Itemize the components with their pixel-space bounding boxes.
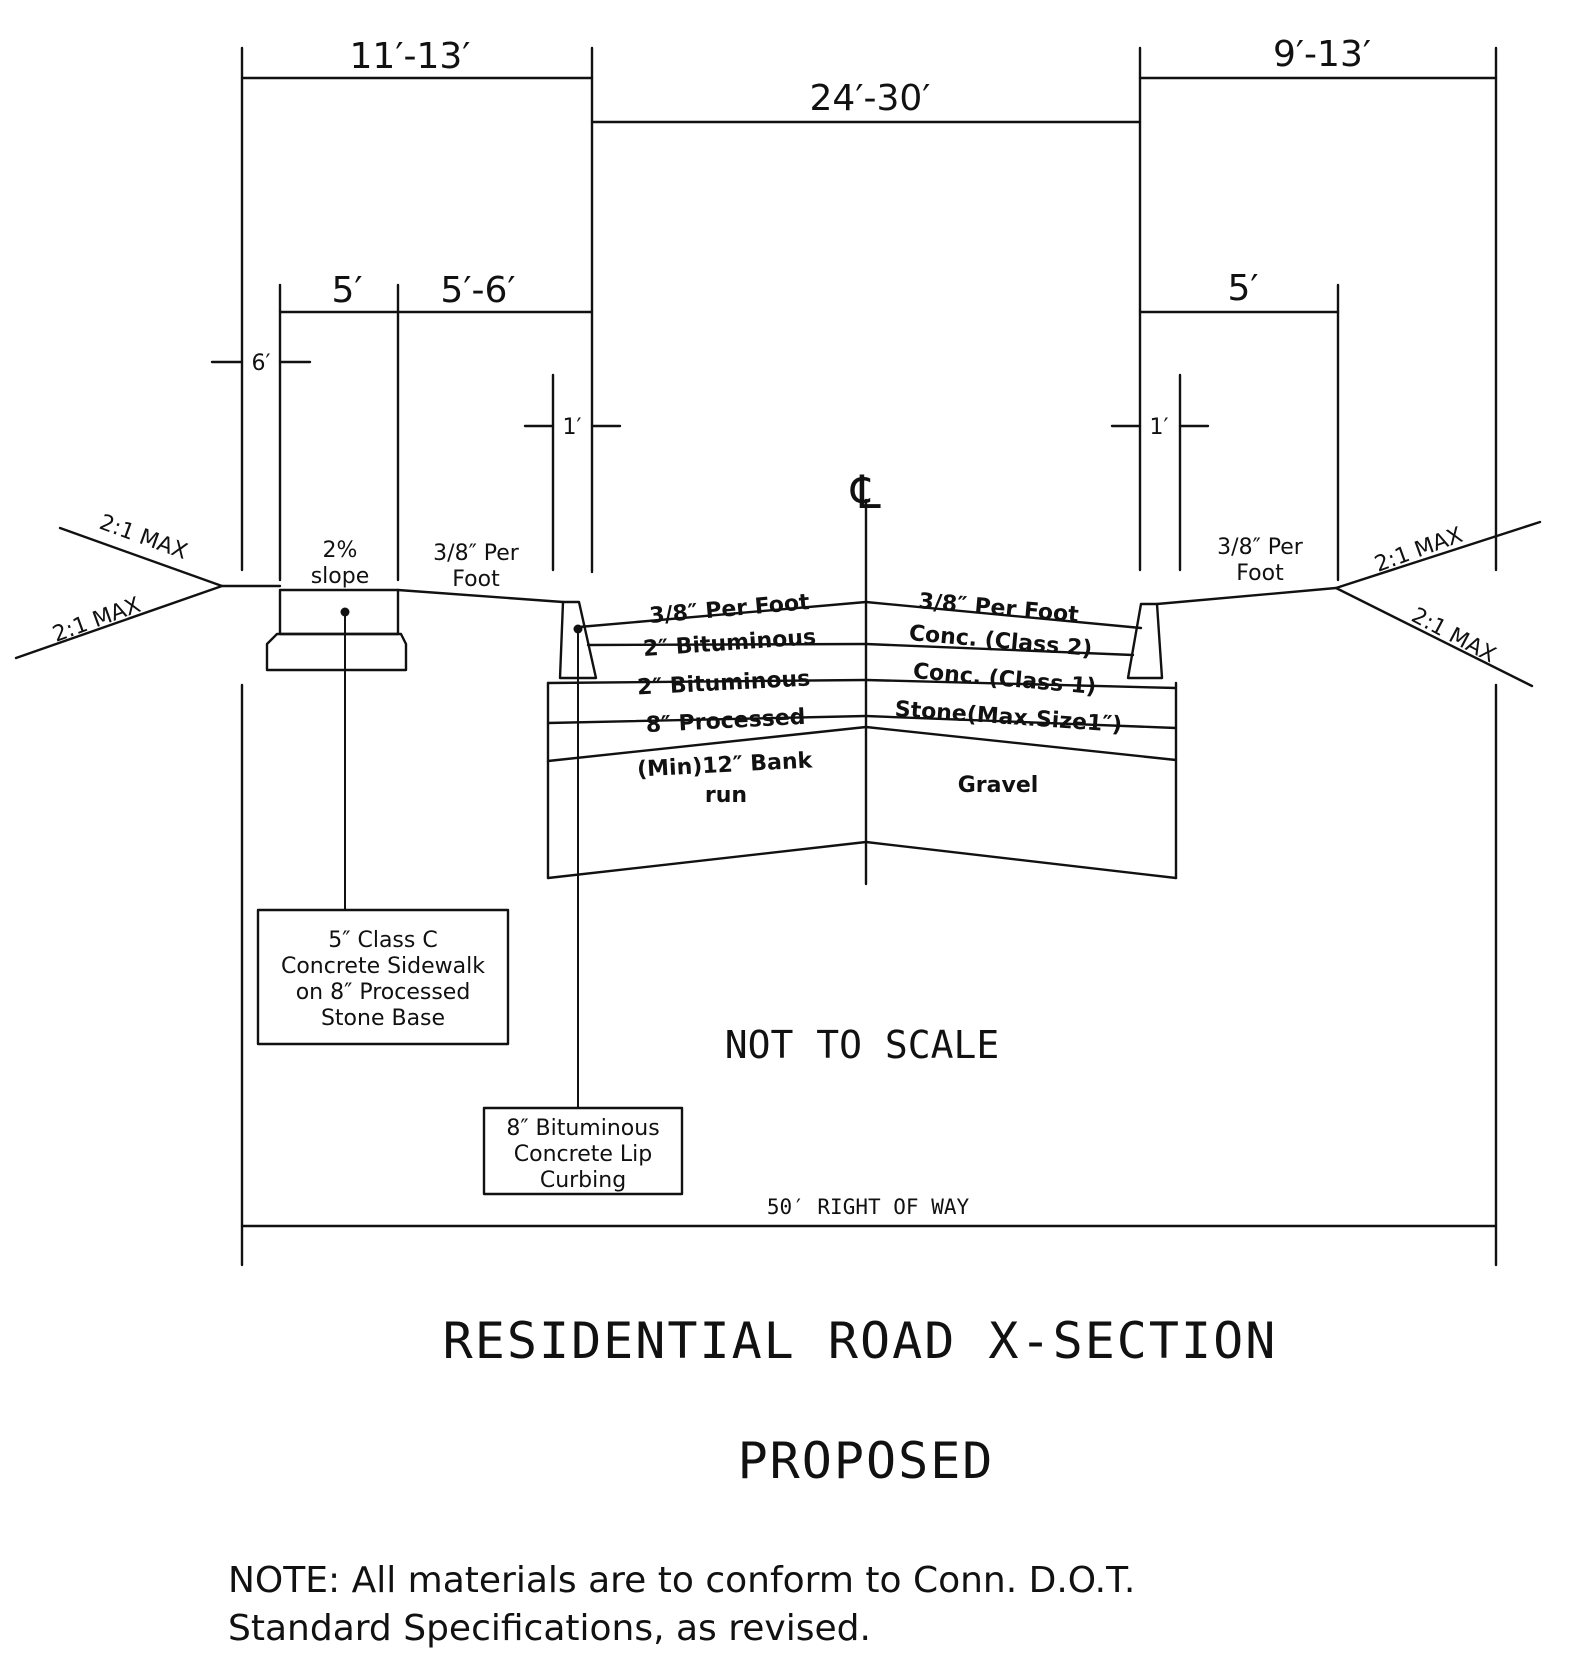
sidewalk-callout-line2: Concrete Sidewalk: [281, 954, 485, 979]
dim-right-curb: 1′: [1150, 415, 1169, 440]
curb-callout-line1: 8″ Bituminous: [506, 1116, 659, 1141]
right-of-way-label: 50′ RIGHT OF WAY: [767, 1195, 970, 1219]
left-grass-slope-line2: Foot: [452, 567, 500, 592]
slope-right-upper: 2:1 MAX: [1372, 523, 1467, 578]
dim-left-offset: 6′: [252, 351, 271, 376]
sidewalk-callout-box: [256, 908, 510, 1046]
right-layer-1: Conc. (Class 2): [908, 621, 1093, 662]
slope-right-lower: 2:1 MAX: [1407, 603, 1500, 668]
note-line1: NOTE: All materials are to conform to Co…: [228, 1560, 1135, 1601]
drawing-subtitle: PROPOSED: [738, 1432, 995, 1490]
left-layer-4-line2: run: [705, 783, 747, 808]
dim-right-total: 9′-13′: [1273, 34, 1371, 75]
dimension-lines: [210, 76, 1498, 1228]
left-layer-3: 8″ Processed: [645, 705, 806, 738]
extension-lines: [240, 46, 1498, 1267]
centerline-symbol: ℄: [850, 465, 881, 519]
sidewalk-slope-line2: slope: [311, 564, 370, 589]
left-layer-1: 2″ Bituminous: [642, 625, 817, 662]
curb-callout-box: [482, 1106, 684, 1196]
curb-callout-line3: Curbing: [540, 1168, 626, 1193]
right-layer-4: Gravel: [958, 773, 1039, 798]
curb-leader: [573, 624, 583, 1109]
sidewalk-block: [265, 588, 408, 672]
drawing-title: RESIDENTIAL ROAD X-SECTION: [443, 1312, 1278, 1370]
not-to-scale-label: NOT TO SCALE: [725, 1023, 1000, 1067]
right-grass-slope-line2: Foot: [1236, 561, 1284, 586]
right-layer-2: Conc. (Class 1): [912, 659, 1097, 700]
sidewalk-callout-line1: 5″ Class C: [328, 928, 437, 953]
curb-callout-line2: Concrete Lip: [514, 1142, 652, 1167]
left-layer-4-line1: (Min)12″ Bank: [637, 748, 815, 782]
right-grass-slope-line1: 3/8″ Per: [1217, 535, 1304, 560]
left-layer-2: 2″ Bituminous: [636, 666, 810, 700]
left-grass-slope-line1: 3/8″ Per: [433, 541, 520, 566]
sidewalk-callout-line3: on 8″ Processed: [296, 980, 471, 1005]
right-layer-3: Stone(Max.Size1″): [894, 697, 1123, 738]
dim-left-grass: 5′-6′: [440, 270, 515, 311]
slope-left-lower: 2:1 MAX: [50, 593, 145, 648]
left-crown-slope: 3/8″ Per Foot: [648, 590, 811, 629]
dim-left-sidewalk: 5′: [331, 270, 362, 311]
dim-left-total: 11′-13′: [350, 36, 471, 77]
right-crown-slope: 3/8″ Per Foot: [917, 589, 1080, 628]
pavement-structure: [546, 600, 1178, 880]
right-lip-curb: [1126, 602, 1164, 680]
ground-profile: [14, 520, 1542, 688]
left-lip-curb: [558, 600, 598, 680]
dim-left-curb: 1′: [563, 415, 582, 440]
dim-right-sidewalk: 5′: [1227, 268, 1258, 309]
sidewalk-callout-line4: Stone Base: [321, 1006, 445, 1031]
sidewalk-slope-line1: 2%: [323, 538, 358, 563]
sidewalk-leader: [340, 607, 350, 911]
dim-center: 24′-30′: [810, 78, 931, 119]
note-line2: Standard Specifications, as revised.: [228, 1608, 871, 1649]
